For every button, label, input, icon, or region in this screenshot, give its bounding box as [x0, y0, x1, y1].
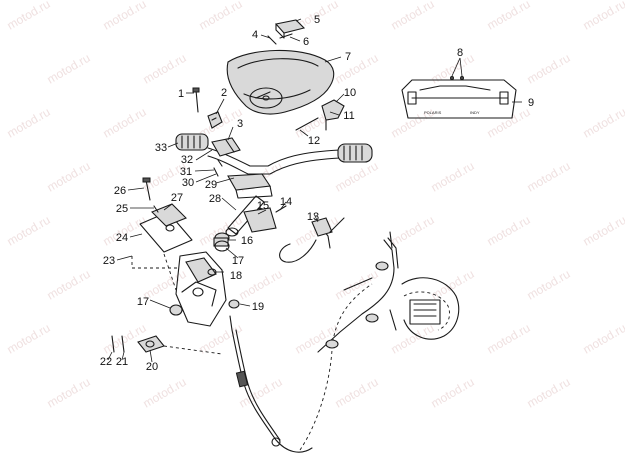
throttle-cable [231, 283, 373, 453]
watermark-text: motod.ru [45, 375, 93, 411]
callout-8: 8 [457, 47, 463, 59]
decal-text-left: POLARIS [424, 110, 442, 115]
callout-18: 18 [230, 270, 242, 282]
callout-31: 31 [180, 166, 192, 178]
callout-17-lower: 17 [137, 296, 149, 308]
callout-17-upper: 17 [232, 255, 244, 267]
tether-switch [279, 217, 345, 263]
watermark-text: motod.ru [525, 51, 573, 87]
bolt-and-bracket [192, 87, 223, 129]
assembly-outline [131, 256, 178, 269]
top-clip-assembly [267, 19, 306, 45]
watermark-text: motod.ru [429, 267, 477, 303]
callout-6: 6 [303, 36, 309, 48]
bolt-19 [228, 299, 240, 331]
callout-28: 28 [209, 193, 221, 205]
watermark-text: motod.ru [5, 0, 53, 33]
watermark-text: motod.ru [5, 105, 53, 141]
callout-16: 16 [241, 235, 253, 247]
watermark-text: motod.ru [581, 0, 625, 33]
watermark-text: motod.ru [581, 213, 625, 249]
watermark-text: motod.ru [485, 105, 533, 141]
watermark-text: motod.ru [485, 213, 533, 249]
callout-labels: 5 4 6 7 1 2 3 10 11 12 8 9 33 32 31 30 2… [100, 14, 534, 373]
callout-25: 25 [116, 203, 128, 215]
callout-33: 33 [155, 142, 167, 154]
hood-console [226, 49, 335, 115]
watermark-text: motod.ru [333, 375, 381, 411]
callout-12: 12 [308, 135, 320, 147]
watermark-text: motod.ru [101, 0, 149, 33]
callout-10: 10 [344, 87, 356, 99]
steering-post [225, 195, 265, 237]
watermark-text: motod.ru [525, 375, 573, 411]
callout-15: 15 [257, 200, 269, 212]
callout-13: 13 [307, 211, 319, 223]
bar-clamp [227, 173, 273, 199]
mount-plate [139, 203, 193, 253]
watermark-text: motod.ru [429, 51, 477, 87]
watermark-text: motod.ru [141, 51, 189, 87]
carburetor-housing [401, 277, 460, 340]
callout-21: 21 [116, 356, 128, 368]
callout-26: 26 [114, 185, 126, 197]
callout-7: 7 [345, 51, 351, 63]
callout-4: 4 [252, 29, 258, 41]
assembly-outline-2 [163, 253, 177, 291]
watermark-text: motod.ru [45, 159, 93, 195]
handlebar [175, 133, 373, 177]
watermark-text: motod.ru [101, 321, 149, 357]
callout-20: 20 [146, 361, 158, 373]
watermark-text: motod.ru [5, 321, 53, 357]
tie-rod-end [111, 335, 223, 355]
callout-23: 23 [103, 255, 115, 267]
watermark-text: motod.ru [429, 375, 477, 411]
watermark-text: motod.ru [45, 51, 93, 87]
bushings [169, 232, 230, 316]
decal-panel: POLARIS INDY [401, 76, 517, 119]
decal-text-right: INDY [470, 110, 480, 115]
right-cable [317, 231, 399, 353]
watermark-text: motod.ru [485, 321, 533, 357]
callout-32: 32 [181, 154, 193, 166]
callout-27: 27 [171, 192, 183, 204]
callout-30: 30 [182, 177, 194, 189]
watermark-text: motod.ru [429, 159, 477, 195]
watermark-text: motod.ru [101, 105, 149, 141]
callout-22: 22 [100, 356, 112, 368]
watermark-text: motod.ru [581, 105, 625, 141]
callout-11: 11 [343, 110, 354, 122]
leader-lines [107, 18, 522, 363]
callout-14: 14 [280, 196, 292, 208]
watermark-text: motod.ru [45, 267, 93, 303]
watermark-text: motod.ru [237, 267, 285, 303]
callout-24: 24 [116, 232, 128, 244]
callout-9: 9 [528, 97, 534, 109]
steering-support [175, 251, 227, 327]
watermark-text: motod.ru [5, 213, 53, 249]
watermark-text: motod.ru [389, 0, 437, 33]
watermark-text: motod.ru [581, 321, 625, 357]
watermark-text: motod.ru [525, 267, 573, 303]
watermark-text: motod.ru [141, 375, 189, 411]
callout-3: 3 [237, 118, 243, 130]
watermark-text: motod.ru [333, 51, 381, 87]
callout-2: 2 [221, 87, 227, 99]
watermark-text: motod.ru [485, 0, 533, 33]
mount-bolts [142, 177, 159, 213]
callout-1: 1 [178, 88, 184, 100]
watermark-text: motod.ru [197, 0, 245, 33]
callout-5: 5 [314, 14, 320, 26]
watermark-text: motod.ru [525, 159, 573, 195]
watermark-text: motod.ru [333, 159, 381, 195]
callout-29: 29 [205, 179, 217, 191]
watermark-text: motod.ru [389, 213, 437, 249]
callout-19: 19 [252, 301, 264, 313]
